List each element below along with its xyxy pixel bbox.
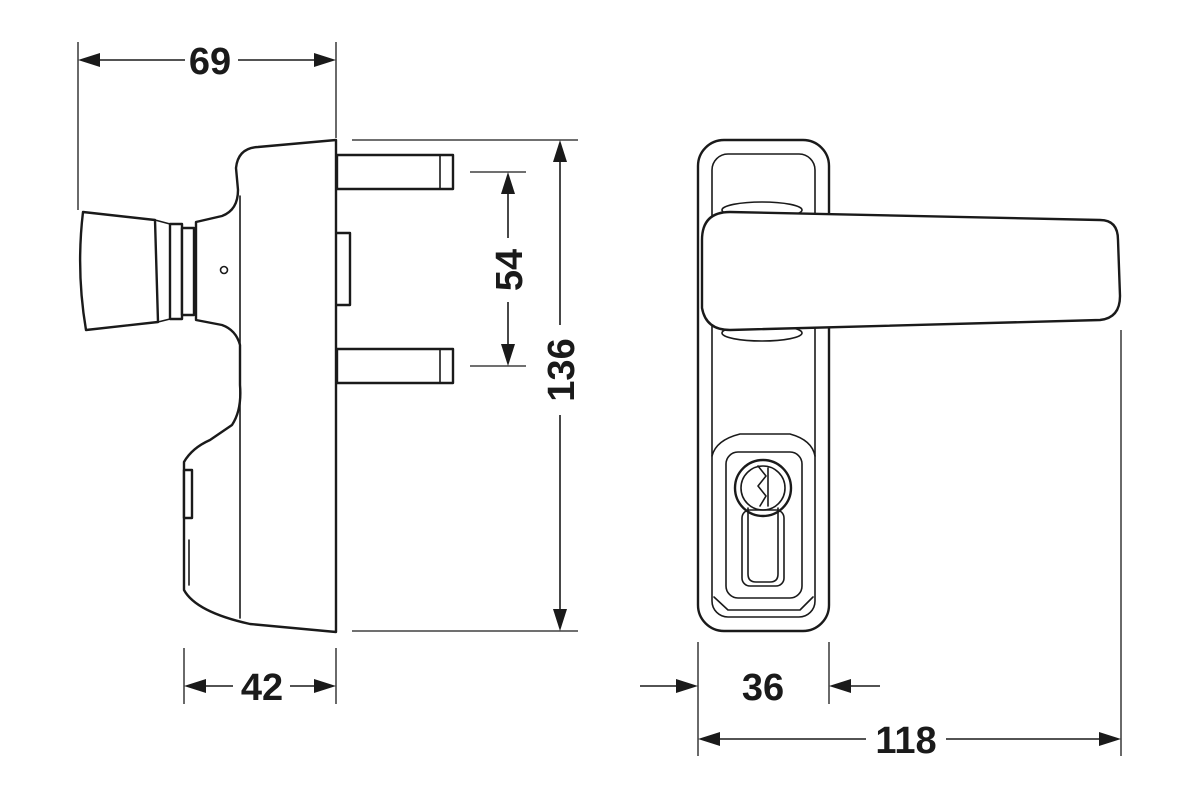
side-housing [182,138,338,634]
grub-screw-icon [219,265,229,275]
dimension-36: 36 [742,667,784,709]
dimension-118: 118 [875,720,936,762]
cylinder-knob [78,210,160,332]
cylinder-recess [711,433,816,457]
fixing-bolt-upper [335,153,455,191]
dimension-42: 42 [241,667,283,709]
dimension-69: 69 [189,41,231,83]
dimension-lines: 69 42 54 136 36 118 [77,41,1122,762]
lever-handle [700,210,1122,332]
front-view [696,138,1122,633]
side-view [78,138,455,634]
release-button [182,468,194,520]
dimension-54: 54 [489,249,531,291]
knob-collar [168,222,184,321]
key-slot-icon [757,465,769,507]
fixing-bolt-lower [335,347,455,385]
dimension-136: 136 [541,338,583,401]
euro-cylinder [733,458,793,587]
